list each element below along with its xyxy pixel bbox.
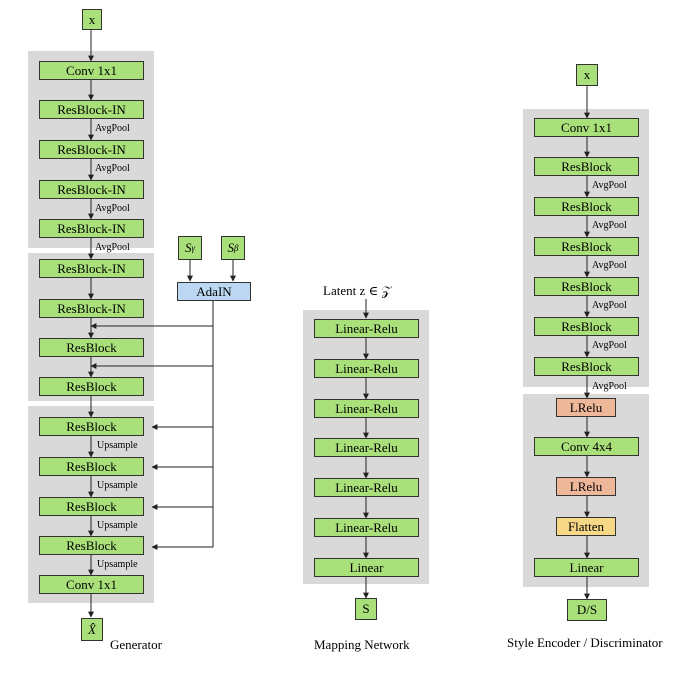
generator-resblock-2: ResBlock xyxy=(39,377,144,396)
generator-upsample-4: Upsample xyxy=(97,559,138,570)
mapping-output-s: S xyxy=(355,598,377,620)
encoder-resblock-1: ResBlock xyxy=(534,157,639,176)
encoder-caption: Style Encoder / Discriminator xyxy=(507,635,663,650)
encoder-resblock-3: ResBlock xyxy=(534,237,639,256)
encoder-input-x: x xyxy=(576,64,598,86)
encoder-resblock-5: ResBlock xyxy=(534,317,639,336)
adain-block: AdaIN xyxy=(177,282,251,301)
encoder-avgpool-1: AvgPool xyxy=(592,180,627,191)
generator-upsample-2: Upsample xyxy=(97,480,138,491)
encoder-linear: Linear xyxy=(534,558,639,577)
generator-resblock-4: ResBlock xyxy=(39,457,144,476)
mapping-linear-relu-5: Linear-Relu xyxy=(314,478,419,497)
mapping-latent-label: Latent z ∈ 𝒵 xyxy=(323,283,392,298)
generator-resblock-1: ResBlock xyxy=(39,338,144,357)
generator-resblock-in-6: ResBlock-IN xyxy=(39,299,144,318)
generator-resblock-3: ResBlock xyxy=(39,417,144,436)
generator-resblock-in-4: ResBlock-IN xyxy=(39,219,144,238)
generator-caption: Generator xyxy=(110,637,162,652)
generator-conv1x1-in: Conv 1x1 xyxy=(39,61,144,80)
generator-avgpool-2: AvgPool xyxy=(95,163,130,174)
generator-resblock-in-3: ResBlock-IN xyxy=(39,180,144,199)
encoder-avgpool-3: AvgPool xyxy=(592,260,627,271)
encoder-avgpool-5: AvgPool xyxy=(592,340,627,351)
encoder-conv4x4: Conv 4x4 xyxy=(534,437,639,456)
generator-resblock-5: ResBlock xyxy=(39,497,144,516)
generator-upsample-1: Upsample xyxy=(97,440,138,451)
generator-resblock-in-1: ResBlock-IN xyxy=(39,100,144,119)
generator-conv1x1-out: Conv 1x1 xyxy=(39,575,144,594)
generator-avgpool-3: AvgPool xyxy=(95,203,130,214)
encoder-flatten: Flatten xyxy=(556,517,616,536)
generator-upsample-3: Upsample xyxy=(97,520,138,531)
encoder-avgpool-6: AvgPool xyxy=(592,381,627,392)
mapping-linear-relu-6: Linear-Relu xyxy=(314,518,419,537)
generator-resblock-in-2: ResBlock-IN xyxy=(39,140,144,159)
encoder-lrelu-2: LRelu xyxy=(556,477,616,496)
mapping-linear-relu-1: Linear-Relu xyxy=(314,319,419,338)
mapping-linear-relu-4: Linear-Relu xyxy=(314,438,419,457)
encoder-output-ds: D/S xyxy=(567,599,607,621)
mapping-linear-relu-3: Linear-Relu xyxy=(314,399,419,418)
generator-resblock-6: ResBlock xyxy=(39,536,144,555)
encoder-lrelu-1: LRelu xyxy=(556,398,616,417)
encoder-conv1x1: Conv 1x1 xyxy=(534,118,639,137)
generator-input-x: x xyxy=(82,9,102,30)
mapping-caption: Mapping Network xyxy=(314,637,410,652)
generator-resblock-in-5: ResBlock-IN xyxy=(39,259,144,278)
encoder-resblock-2: ResBlock xyxy=(534,197,639,216)
mapping-linear-relu-2: Linear-Relu xyxy=(314,359,419,378)
encoder-avgpool-2: AvgPool xyxy=(592,220,627,231)
encoder-avgpool-4: AvgPool xyxy=(592,300,627,311)
generator-avgpool-4: AvgPool xyxy=(95,242,130,253)
mapping-linear: Linear xyxy=(314,558,419,577)
generator-avgpool-1: AvgPool xyxy=(95,123,130,134)
encoder-resblock-6: ResBlock xyxy=(534,357,639,376)
generator-output-xhat: X̂ xyxy=(81,618,103,641)
encoder-resblock-4: ResBlock xyxy=(534,277,639,296)
